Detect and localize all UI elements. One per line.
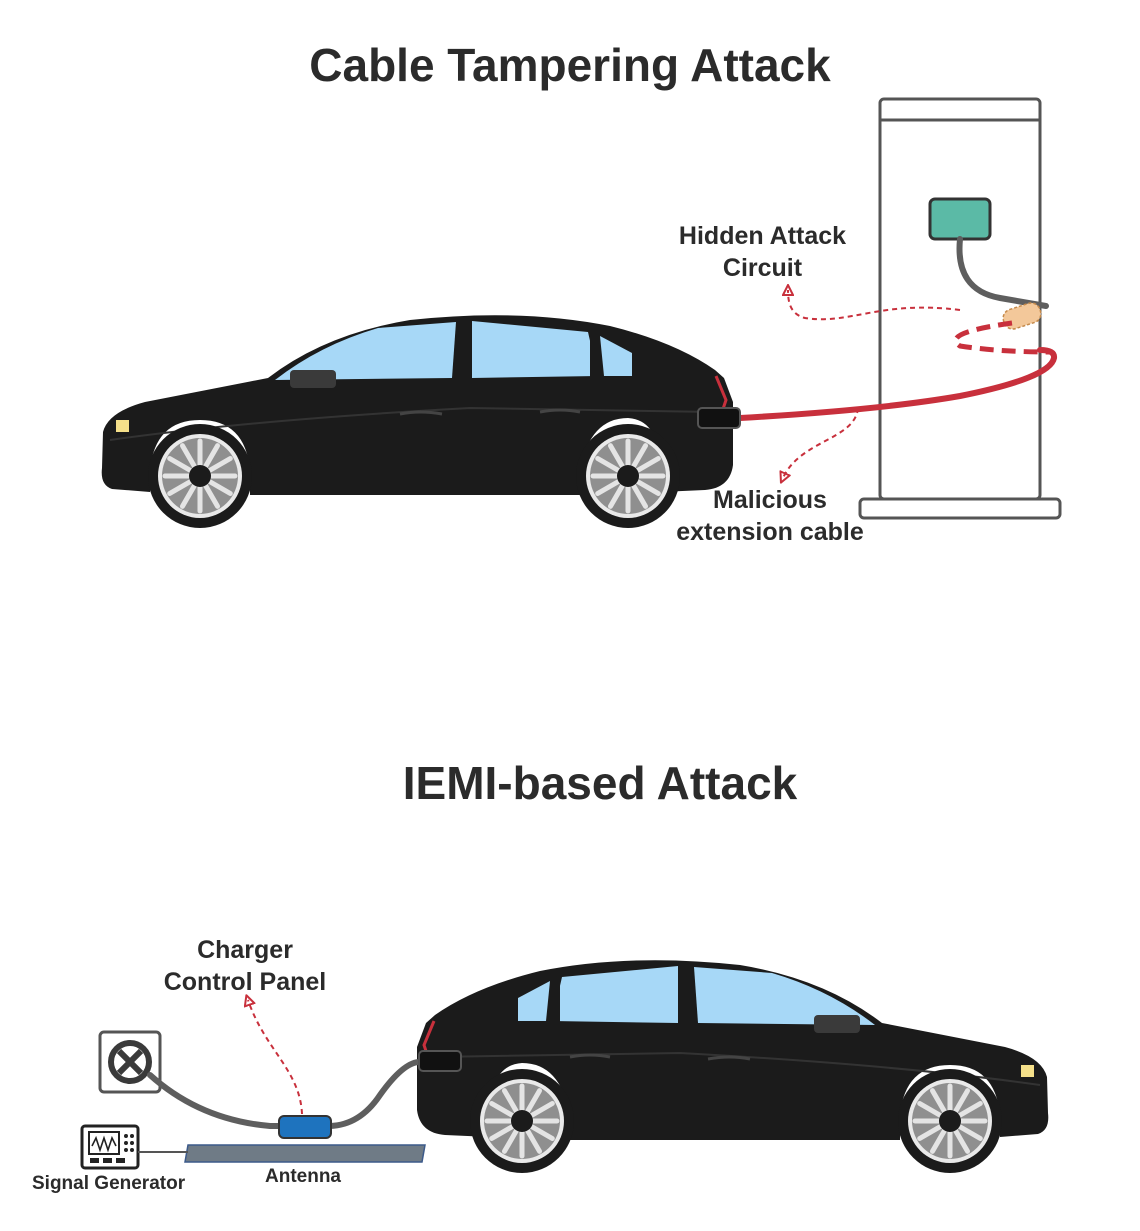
label-hidden-attack-circuit-line2: Circuit [722, 254, 803, 282]
arrow-to-control-panel [248, 1000, 303, 1115]
antenna-plate [184, 1144, 426, 1163]
label-signal-generator: Signal Generator [32, 1173, 186, 1194]
extension-cable-hidden-loop [953, 320, 1051, 355]
label-antenna: Antenna [265, 1166, 341, 1187]
charger-control-panel-device [278, 1115, 332, 1139]
label-malicious-line1: Malicious [713, 486, 827, 514]
label-control-panel-line1: Charger [197, 936, 293, 964]
title-cable-tampering: Cable Tampering Attack [309, 39, 831, 91]
electric-car-top [101, 315, 733, 528]
charger-screen [928, 197, 992, 241]
car-charging-port-top [697, 407, 741, 429]
charging-station [858, 97, 1062, 520]
signal-generator-icon [80, 1124, 140, 1170]
title-iemi-attack: IEMI-based Attack [402, 757, 798, 809]
label-control-panel-line2: Control Panel [163, 968, 327, 996]
wall-outlet-icon [98, 1030, 162, 1094]
label-malicious-extension-cable: Malicious extension cable [650, 484, 890, 548]
malicious-extension-cable [737, 347, 1058, 421]
car-charging-port-bottom [418, 1050, 462, 1072]
label-malicious-line2: extension cable [676, 518, 864, 546]
label-hidden-attack-circuit-line1: Hidden Attack [678, 222, 847, 250]
charging-cable-left [147, 1072, 283, 1129]
label-hidden-attack-circuit: Hidden Attack Circuit [640, 220, 885, 284]
charger-cable [956, 236, 1049, 309]
label-charger-control-panel: Charger Control Panel [130, 934, 360, 998]
electric-car-bottom [417, 960, 1049, 1173]
arrow-to-extension-cable [783, 407, 859, 478]
charging-cable-right [327, 1058, 425, 1129]
